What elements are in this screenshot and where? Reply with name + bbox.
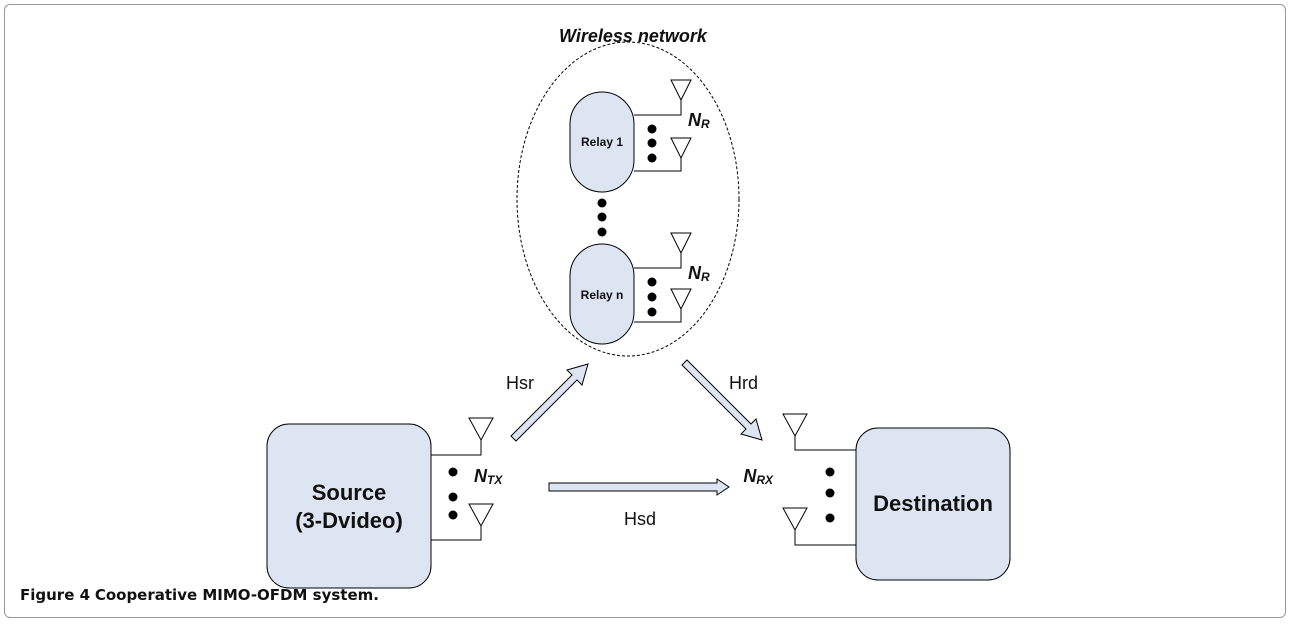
antenna-icon [782, 507, 808, 532]
source-antenna-wire [431, 440, 482, 456]
relay-ellipsis-dot [597, 198, 607, 208]
destination-antenna-wire [794, 530, 856, 546]
destination-antenna-count: NRX [743, 466, 774, 487]
wireless-network-label: Wireless network [559, 26, 708, 46]
source-antenna-count: NTX [474, 466, 503, 487]
antenna-icon [468, 417, 494, 442]
relay-n-dot [647, 277, 657, 287]
link-label-hsr: Hsr [506, 373, 534, 393]
antenna-icon [670, 79, 692, 102]
relay-n-dot [647, 292, 657, 302]
link-label-hsd: Hsd [624, 509, 656, 529]
destination-dot [825, 513, 835, 523]
antenna-icon [468, 503, 494, 528]
destination-dot [825, 488, 835, 498]
wireless-network-boundary [516, 41, 740, 357]
figure-caption-text: Cooperative MIMO-OFDM system. [94, 586, 379, 604]
relay-1-dot [647, 153, 657, 163]
relay-1-node: Relay 1 NR [569, 79, 710, 193]
source-dot [448, 467, 458, 477]
arrow-relay-to-destination [681, 359, 763, 441]
figure-frame [4, 4, 1286, 618]
arrow-source-to-relay [510, 363, 589, 442]
relay-ellipsis-dot [597, 227, 607, 237]
source-dot [448, 492, 458, 502]
destination-label: Destination [873, 491, 993, 516]
antenna-icon [670, 288, 692, 311]
source-label-line2: (3-Dvideo) [295, 508, 403, 533]
destination-node: Destination NRX [743, 413, 1011, 581]
relay-1-dot [647, 124, 657, 134]
source-label-line1: Source [312, 480, 387, 505]
relay-n-antenna-wire [634, 309, 682, 323]
relay-n-label: Relay n [581, 288, 624, 302]
antenna-icon [782, 413, 808, 438]
relay-n-antenna-count: NR [688, 263, 710, 284]
relay-1-dot [647, 138, 657, 148]
source-antenna-wire [431, 526, 482, 541]
figure-number: Figure 4 [20, 586, 91, 604]
relay-ellipsis-dot [597, 212, 607, 222]
arrow-source-to-destination [548, 478, 730, 496]
figure-caption: Figure 4 Cooperative MIMO-OFDM system. [20, 586, 379, 604]
source-dot [448, 510, 458, 520]
destination-dot [825, 467, 835, 477]
relay-1-antenna-wire [634, 100, 682, 116]
source-node: Source (3-Dvideo) NTX [266, 417, 503, 589]
relay-1-antenna-wire [634, 158, 682, 172]
relay-n-antenna-wire [634, 253, 682, 269]
antenna-icon [670, 232, 692, 255]
link-label-hrd: Hrd [729, 373, 758, 393]
relay-n-dot [647, 307, 657, 317]
relay-1-antenna-count: NR [688, 110, 710, 131]
relay-n-node: Relay n NR [569, 232, 710, 345]
antenna-icon [670, 137, 692, 160]
destination-antenna-wire [794, 436, 856, 451]
relay-1-label: Relay 1 [581, 135, 623, 149]
